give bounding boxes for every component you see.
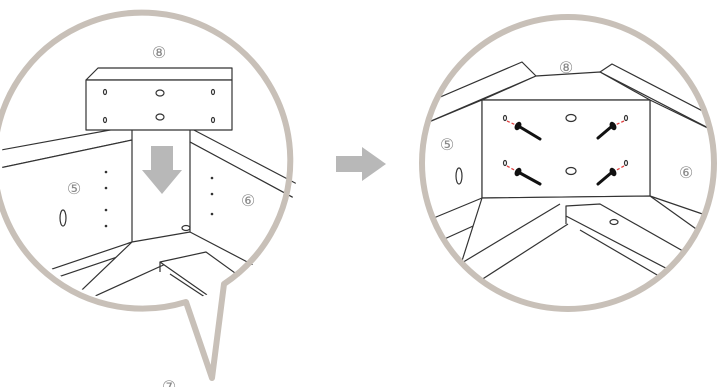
bracket-hole (502, 159, 508, 167)
pin-dots (104, 170, 214, 228)
magnifier-frame (0, 9, 294, 381)
callout-8: ⑧ (559, 58, 573, 77)
bracket-hole (623, 114, 629, 122)
panel-6-top (599, 63, 714, 135)
bracket-8-face (481, 99, 651, 199)
callout-7: ⑦ (162, 377, 176, 387)
bracket-hole (502, 114, 508, 122)
callout-6: ⑥ (679, 163, 693, 182)
screw-icon (514, 167, 542, 186)
bracket-8-top (85, 67, 233, 81)
bracket-hole (155, 89, 165, 97)
callout-8: ⑧ (152, 43, 166, 62)
screws (514, 121, 617, 186)
bracket-hole (102, 116, 108, 124)
screw-icon (596, 167, 617, 186)
callout-5: ⑤ (440, 135, 454, 154)
bracket-hole (102, 88, 108, 96)
bracket-hole (565, 113, 577, 123)
down-arrow-icon (142, 146, 182, 194)
bracket-hole (155, 113, 165, 121)
panel-hole (284, 226, 290, 240)
right-arrow-icon (336, 147, 386, 181)
magnifier-frame (419, 14, 717, 312)
detail-before: ⑧ ⑤ ⑥ ⑦ (0, 9, 298, 387)
callout-5: ⑤ (67, 179, 81, 198)
bracket-hole (210, 116, 216, 124)
detail-after: ⑧ ⑤ ⑥ (419, 14, 717, 312)
bracket-8-front (85, 79, 233, 131)
bracket-hole (623, 159, 629, 167)
panel-hole (609, 218, 619, 226)
bracket-hole (210, 88, 216, 96)
panel-hole (455, 167, 463, 185)
screw-icon (596, 121, 617, 140)
bracket-hole (565, 166, 577, 176)
screw-icon (514, 121, 542, 141)
panel-hole (181, 224, 191, 232)
callout-6: ⑥ (241, 191, 255, 210)
panel-hole (59, 209, 67, 227)
